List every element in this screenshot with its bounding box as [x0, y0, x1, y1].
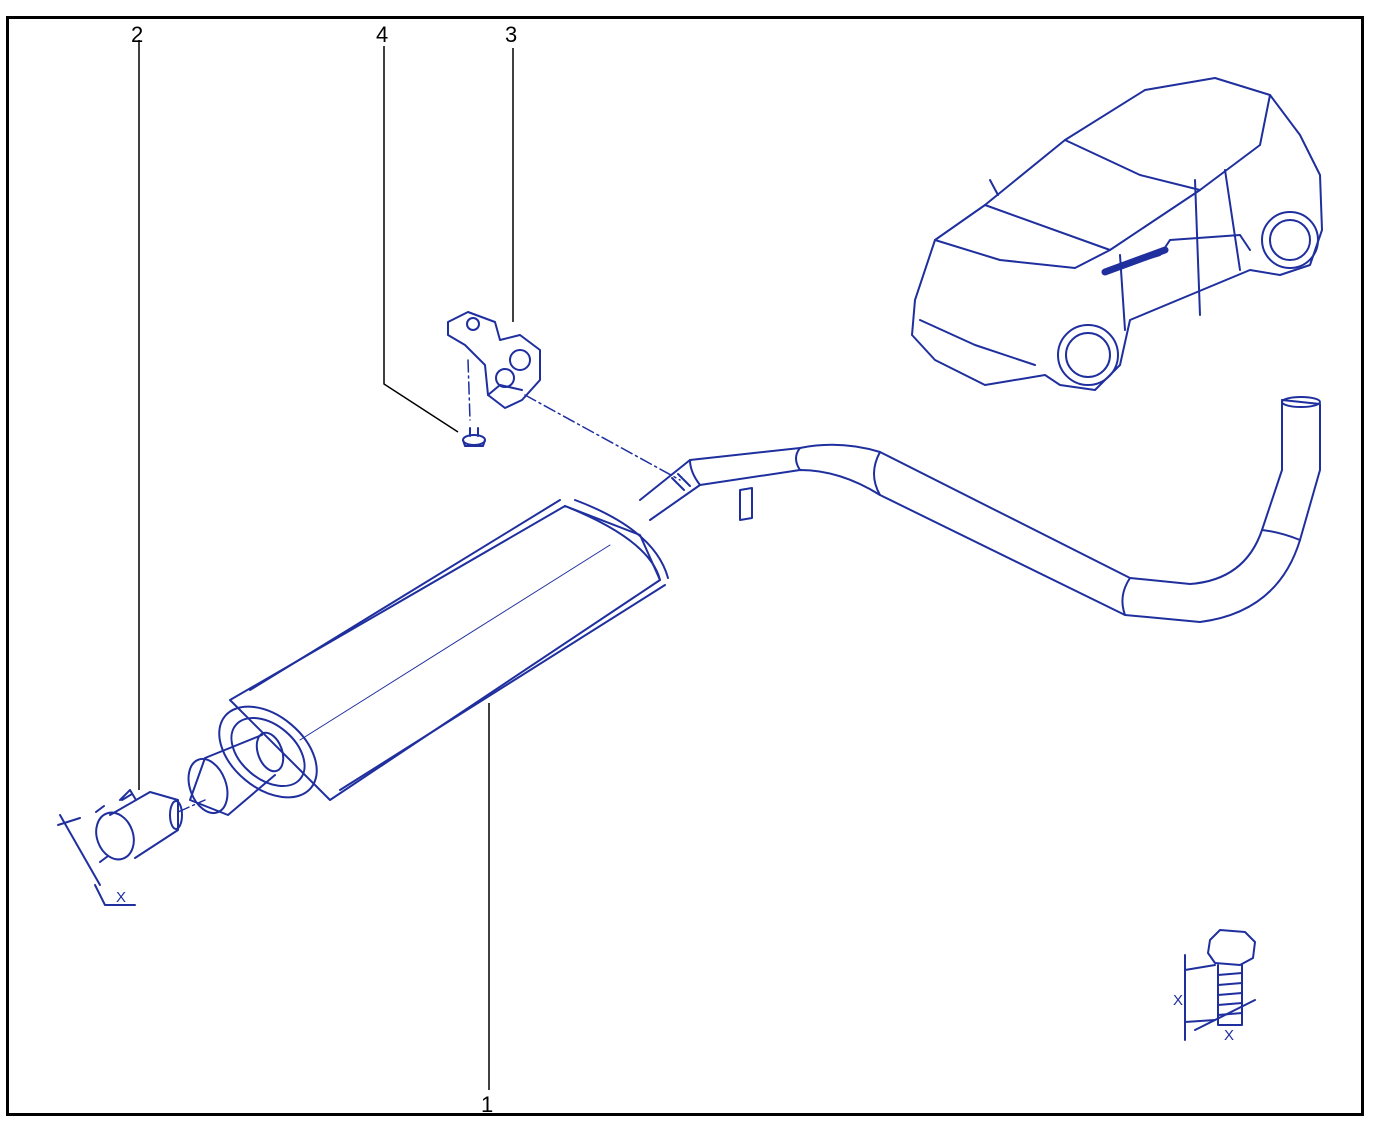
clamp-dimension-label: X [116, 889, 126, 906]
diagram-frame [6, 16, 1364, 1116]
callout-2: 2 [131, 22, 143, 47]
clamp-dimension [57, 814, 136, 906]
bolt [462, 427, 486, 447]
leader-line-4 [383, 46, 459, 433]
callout-3: 3 [505, 22, 517, 47]
car-overview [911, 77, 1323, 391]
callout-4: 4 [376, 22, 388, 47]
callout-1: 1 [481, 1092, 493, 1117]
bolt-diameter-label: X [1224, 1027, 1234, 1044]
exhaust-bracket [447, 311, 541, 409]
bolt-length-label: X [1173, 992, 1183, 1009]
pipe-clamp [95, 789, 183, 863]
assembly-lines [177, 359, 681, 813]
muffler [218, 499, 669, 801]
bolt-detail [1184, 929, 1256, 1041]
car-exhaust-highlight [1101, 246, 1169, 276]
tail-pipe [639, 396, 1321, 623]
outlet-stub [187, 731, 285, 816]
